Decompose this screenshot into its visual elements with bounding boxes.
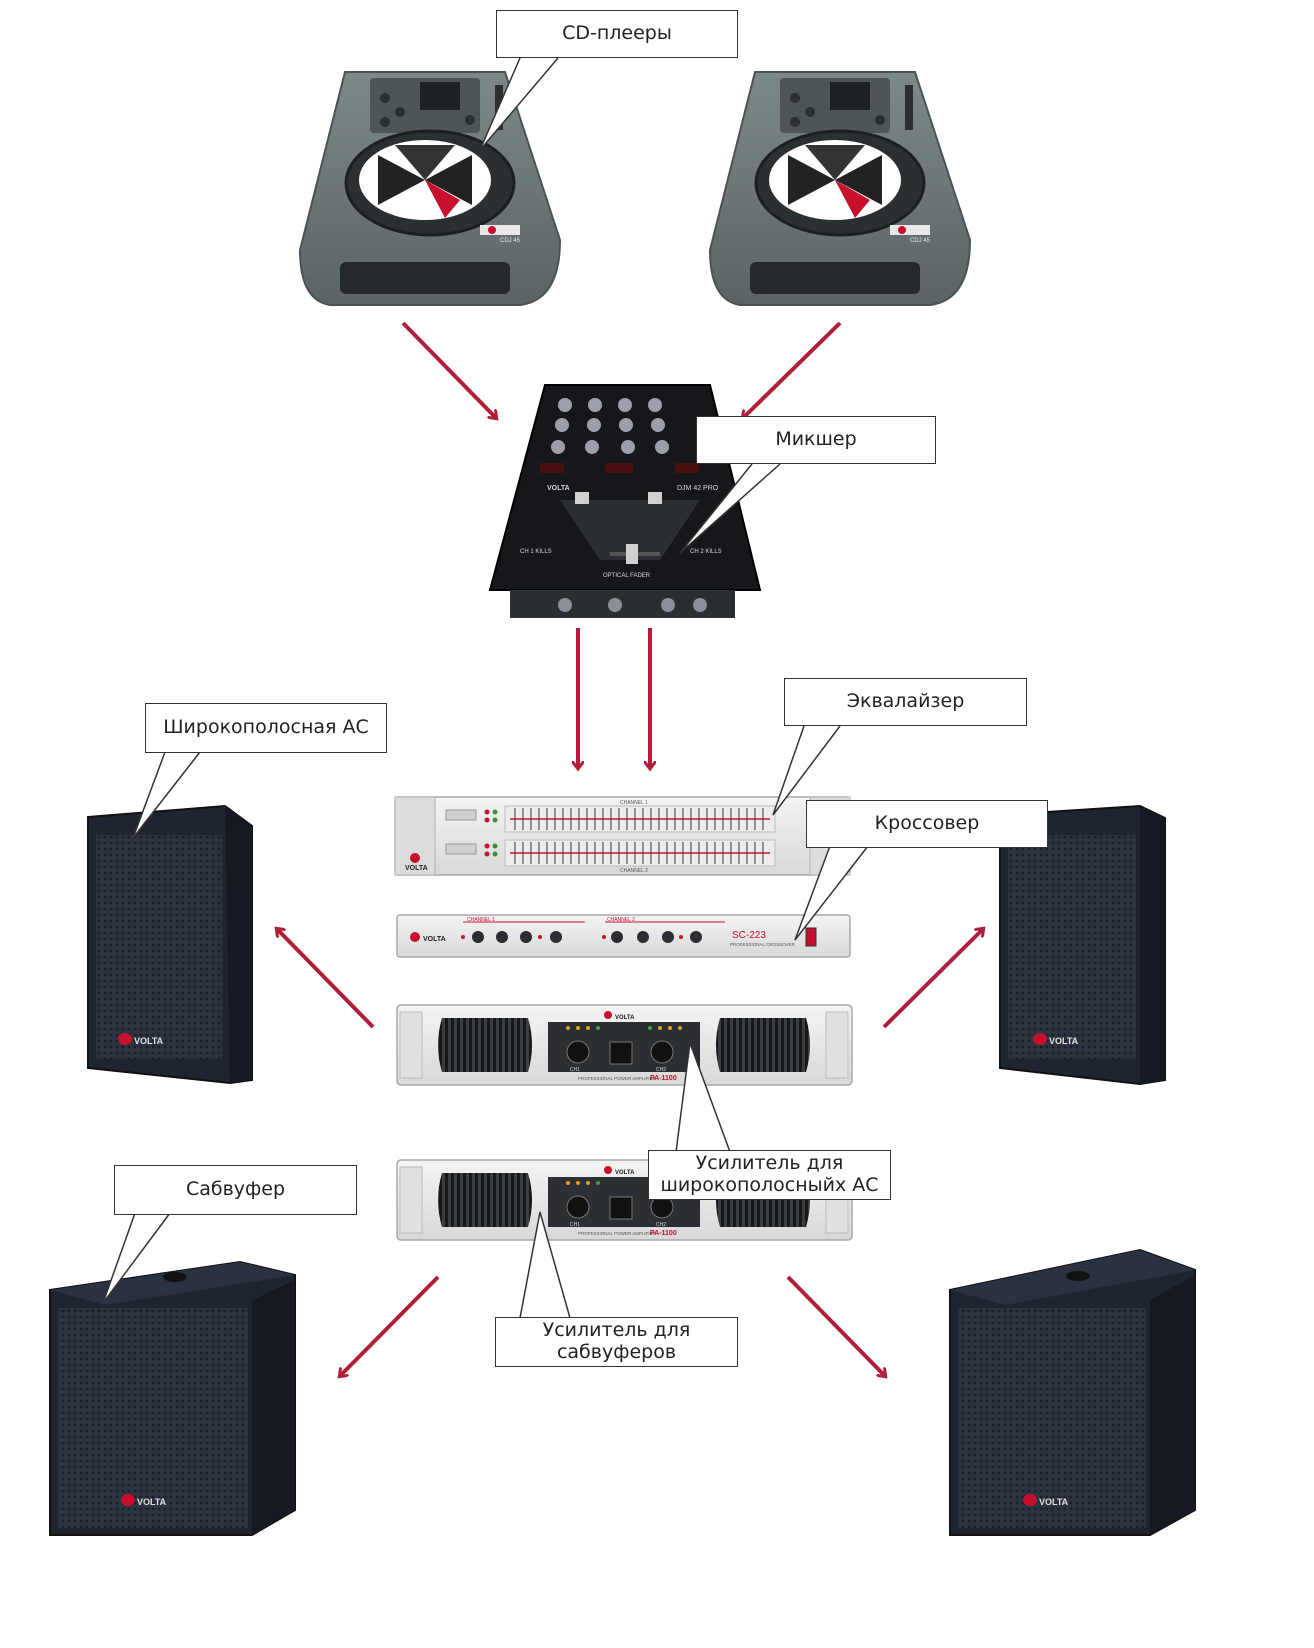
pointer-subwoofer (102, 1212, 171, 1304)
eq-ch2-text: CHANNEL 2 (620, 868, 648, 874)
crossover-label: Кроссовер (874, 812, 980, 835)
pointer-amp-sub (519, 1211, 571, 1319)
callout-crossover: Кроссовер (806, 800, 1048, 848)
cd-player-left: CDJ 45 (298, 71, 562, 306)
crossover-sub-text: PROFESSIONAL CROSSOVER (730, 942, 796, 947)
amp1-ch2-text: CH2 (656, 1067, 666, 1073)
arrow-amp-to-subwoofer-right (786, 1275, 885, 1376)
subwoofer-right: VOLTA (949, 1248, 1196, 1536)
pointer-equalizer (772, 725, 841, 816)
arrow-amp-to-subwoofer-left (340, 1275, 440, 1376)
crossover-ch1-text: CHANNEL 1 (467, 917, 495, 923)
callout-subwoofer: Сабвуфер (114, 1165, 357, 1215)
cd-right-model-text: CDJ 45 (910, 238, 931, 244)
callout-mixer: Микшер (696, 416, 936, 464)
amplifier-fullrange: VOLTA CH1 CH2 PROFESSIONAL POWER AMPLIFI… (396, 1004, 853, 1086)
amp1-model-text: PA-1100 (650, 1075, 677, 1082)
crossover-model-text: SC-223 (732, 930, 766, 941)
equalizer: VOLTA CHANNEL 1 CHANNEL 2 (394, 796, 851, 876)
arrow-cd-right-to-mixer (743, 321, 842, 418)
callout-amp-fullrange: Усилитель для широкополосныйх АС (648, 1150, 891, 1200)
subwoofer-left: VOLTA (49, 1260, 296, 1536)
equalizer-label: Эквалайзер (846, 690, 965, 713)
pointer-crossover (794, 845, 869, 941)
amp1-brand-text: VOLTA (615, 1015, 635, 1021)
fullrange-speaker-label: Широкополосная АС (163, 716, 369, 739)
arrow-amp-to-speaker-right (882, 929, 983, 1029)
amp-sub-label-line2: сабвуферов (556, 1341, 677, 1363)
amp2-ch1-text: CH1 (570, 1222, 580, 1228)
subwoofer-right-brand-text: VOLTA (1039, 1497, 1069, 1507)
fullrange-speaker-right: VOLTA (999, 804, 1166, 1086)
pointer-cd-players (479, 57, 559, 151)
crossover-brand-text: VOLTA (423, 936, 446, 943)
callout-amp-sub: Усилитель для сабвуферов (495, 1317, 738, 1367)
subwoofer-label: Сабвуфер (185, 1178, 286, 1201)
callout-equalizer: Эквалайзер (784, 678, 1027, 726)
mixer-brand-text: VOLTA (547, 485, 570, 492)
mixer-label: Микшер (775, 428, 857, 451)
callout-cd-players: CD-плееры (496, 10, 738, 58)
pointer-amp-fullrange (675, 1042, 731, 1153)
eq-brand-text: VOLTA (405, 865, 428, 872)
amp2-brand-text: VOLTA (615, 1170, 635, 1176)
subwoofer-left-brand-text: VOLTA (137, 1497, 167, 1507)
mixer-ch2-text: CH 2 KILLS (690, 549, 722, 555)
cd-player-right: CDJ 45 (708, 71, 972, 306)
arrow-amp-to-speaker-left (277, 929, 375, 1029)
mixer-ch1-text: CH 1 KILLS (520, 549, 552, 555)
pointer-fullrange (132, 751, 201, 839)
mixer-model-text: DJM 42 PRO (677, 485, 719, 492)
fullrange-speaker-left: VOLTA (87, 804, 253, 1085)
amp1-ch1-text: CH1 (570, 1067, 580, 1073)
amp2-sub-text: PROFESSIONAL POWER AMPLIFIER (578, 1231, 657, 1236)
crossover: VOLTA CHANNEL 1 CHANNEL 2 SC-223 PROFESS… (396, 914, 851, 958)
speaker-left-brand-text: VOLTA (134, 1036, 164, 1046)
cd-players-label: CD-плееры (562, 22, 672, 45)
amp2-ch2-text: CH2 (656, 1222, 666, 1228)
mixer-fader-text: OPTICAL FADER (603, 573, 651, 579)
amp-fullrange-label-line1: Усилитель для (695, 1152, 844, 1175)
eq-ch1-text: CHANNEL 1 (620, 800, 648, 806)
speaker-right-brand-text: VOLTA (1049, 1036, 1079, 1046)
crossover-ch2-text: CHANNEL 2 (607, 917, 635, 923)
callout-fullrange-speaker: Широкополосная АС (145, 703, 387, 753)
amp-sub-label-line1: Усилитель для (542, 1319, 691, 1342)
cd-left-model-text: CDJ 45 (500, 238, 521, 244)
pointer-mixer (679, 463, 781, 554)
amp1-sub-text: PROFESSIONAL POWER AMPLIFIER (578, 1076, 657, 1081)
arrow-cd-left-to-mixer (401, 321, 496, 418)
amp-fullrange-label-line2: широкополосныйх АС (660, 1174, 879, 1196)
amp2-model-text: PA-1100 (650, 1230, 677, 1237)
